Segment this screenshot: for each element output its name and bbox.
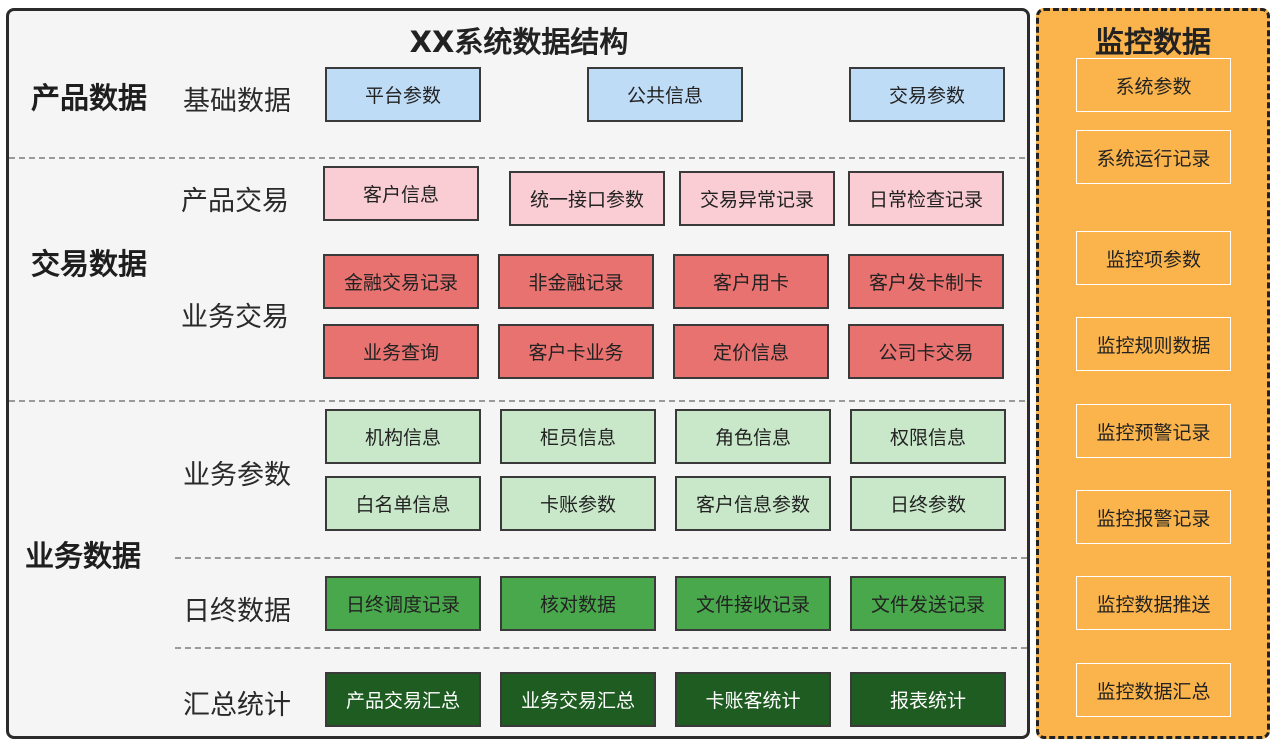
box-file-send-records: 文件发送记录 [850, 576, 1006, 631]
monitor-box-monitor-rule-data: 监控规则数据 [1076, 317, 1231, 371]
box-card-account-customer-stats: 卡账客统计 [675, 672, 831, 727]
box-financial-trade-records: 金融交易记录 [323, 254, 479, 309]
monitor-data-panel: 监控数据 系统参数 系统运行记录 监控项参数 监控规则数据 监控预警记录 监控报… [1036, 8, 1270, 739]
sublabel-product-trade: 产品交易 [181, 186, 289, 217]
monitor-title: 监控数据 [1094, 25, 1211, 59]
box-customer-info: 客户信息 [323, 166, 479, 221]
divider-params-eod [175, 557, 1027, 559]
box-customer-card-use: 客户用卡 [673, 254, 829, 309]
box-file-receive-records: 文件接收记录 [675, 576, 831, 631]
box-trade-params: 交易参数 [849, 67, 1005, 122]
box-customer-card-business: 客户卡业务 [498, 324, 654, 379]
sublabel-eod-data: 日终数据 [183, 596, 291, 627]
box-org-info: 机构信息 [325, 409, 481, 464]
box-pricing-info: 定价信息 [673, 324, 829, 379]
divider-transaction-business [9, 400, 1025, 402]
box-reconciliation-data: 核对数据 [500, 576, 656, 631]
box-unified-interface-params: 统一接口参数 [509, 171, 665, 226]
box-product-trade-summary: 产品交易汇总 [325, 672, 481, 727]
divider-eod-summary [175, 647, 1027, 649]
box-report-stats: 报表统计 [850, 672, 1006, 727]
box-card-issuance: 客户发卡制卡 [848, 254, 1004, 309]
sublabel-summary-stats: 汇总统计 [183, 690, 291, 721]
monitor-box-alarm-records: 监控报警记录 [1076, 490, 1231, 544]
monitor-box-warning-records: 监控预警记录 [1076, 404, 1231, 458]
box-card-account-params: 卡账参数 [500, 476, 656, 531]
system-data-structure-panel: XX系统数据结构 产品数据 基础数据 平台参数 公共信息 交易参数 交易数据 产… [6, 8, 1030, 739]
monitor-box-data-push: 监控数据推送 [1076, 576, 1231, 630]
box-platform-params: 平台参数 [325, 67, 481, 122]
box-teller-info: 柜员信息 [500, 409, 656, 464]
box-eod-schedule-records: 日终调度记录 [325, 576, 481, 631]
divider-product-transaction [9, 157, 1025, 159]
monitor-box-system-run-records: 系统运行记录 [1076, 130, 1231, 184]
section-transaction-data: 交易数据 [31, 247, 148, 281]
box-corporate-card-trade: 公司卡交易 [848, 324, 1004, 379]
section-product-data: 产品数据 [31, 81, 148, 115]
box-business-query: 业务查询 [323, 324, 479, 379]
box-public-info: 公共信息 [587, 67, 743, 122]
monitor-box-monitor-item-params: 监控项参数 [1076, 231, 1231, 285]
section-business-data: 业务数据 [25, 539, 142, 573]
box-permission-info: 权限信息 [850, 409, 1006, 464]
box-business-trade-summary: 业务交易汇总 [500, 672, 656, 727]
box-trade-exception-records: 交易异常记录 [679, 171, 835, 226]
sublabel-business-trade: 业务交易 [181, 302, 289, 333]
box-whitelist-info: 白名单信息 [325, 476, 481, 531]
sublabel-basic-data: 基础数据 [183, 86, 291, 117]
box-customer-info-params: 客户信息参数 [675, 476, 831, 531]
box-role-info: 角色信息 [675, 409, 831, 464]
box-non-financial-records: 非金融记录 [498, 254, 654, 309]
box-eod-params: 日终参数 [850, 476, 1006, 531]
monitor-box-data-summary: 监控数据汇总 [1076, 663, 1231, 717]
main-title: XX系统数据结构 [409, 25, 629, 59]
box-daily-check-records: 日常检查记录 [848, 171, 1004, 226]
monitor-box-system-params: 系统参数 [1076, 58, 1231, 112]
sublabel-business-params: 业务参数 [183, 460, 291, 491]
